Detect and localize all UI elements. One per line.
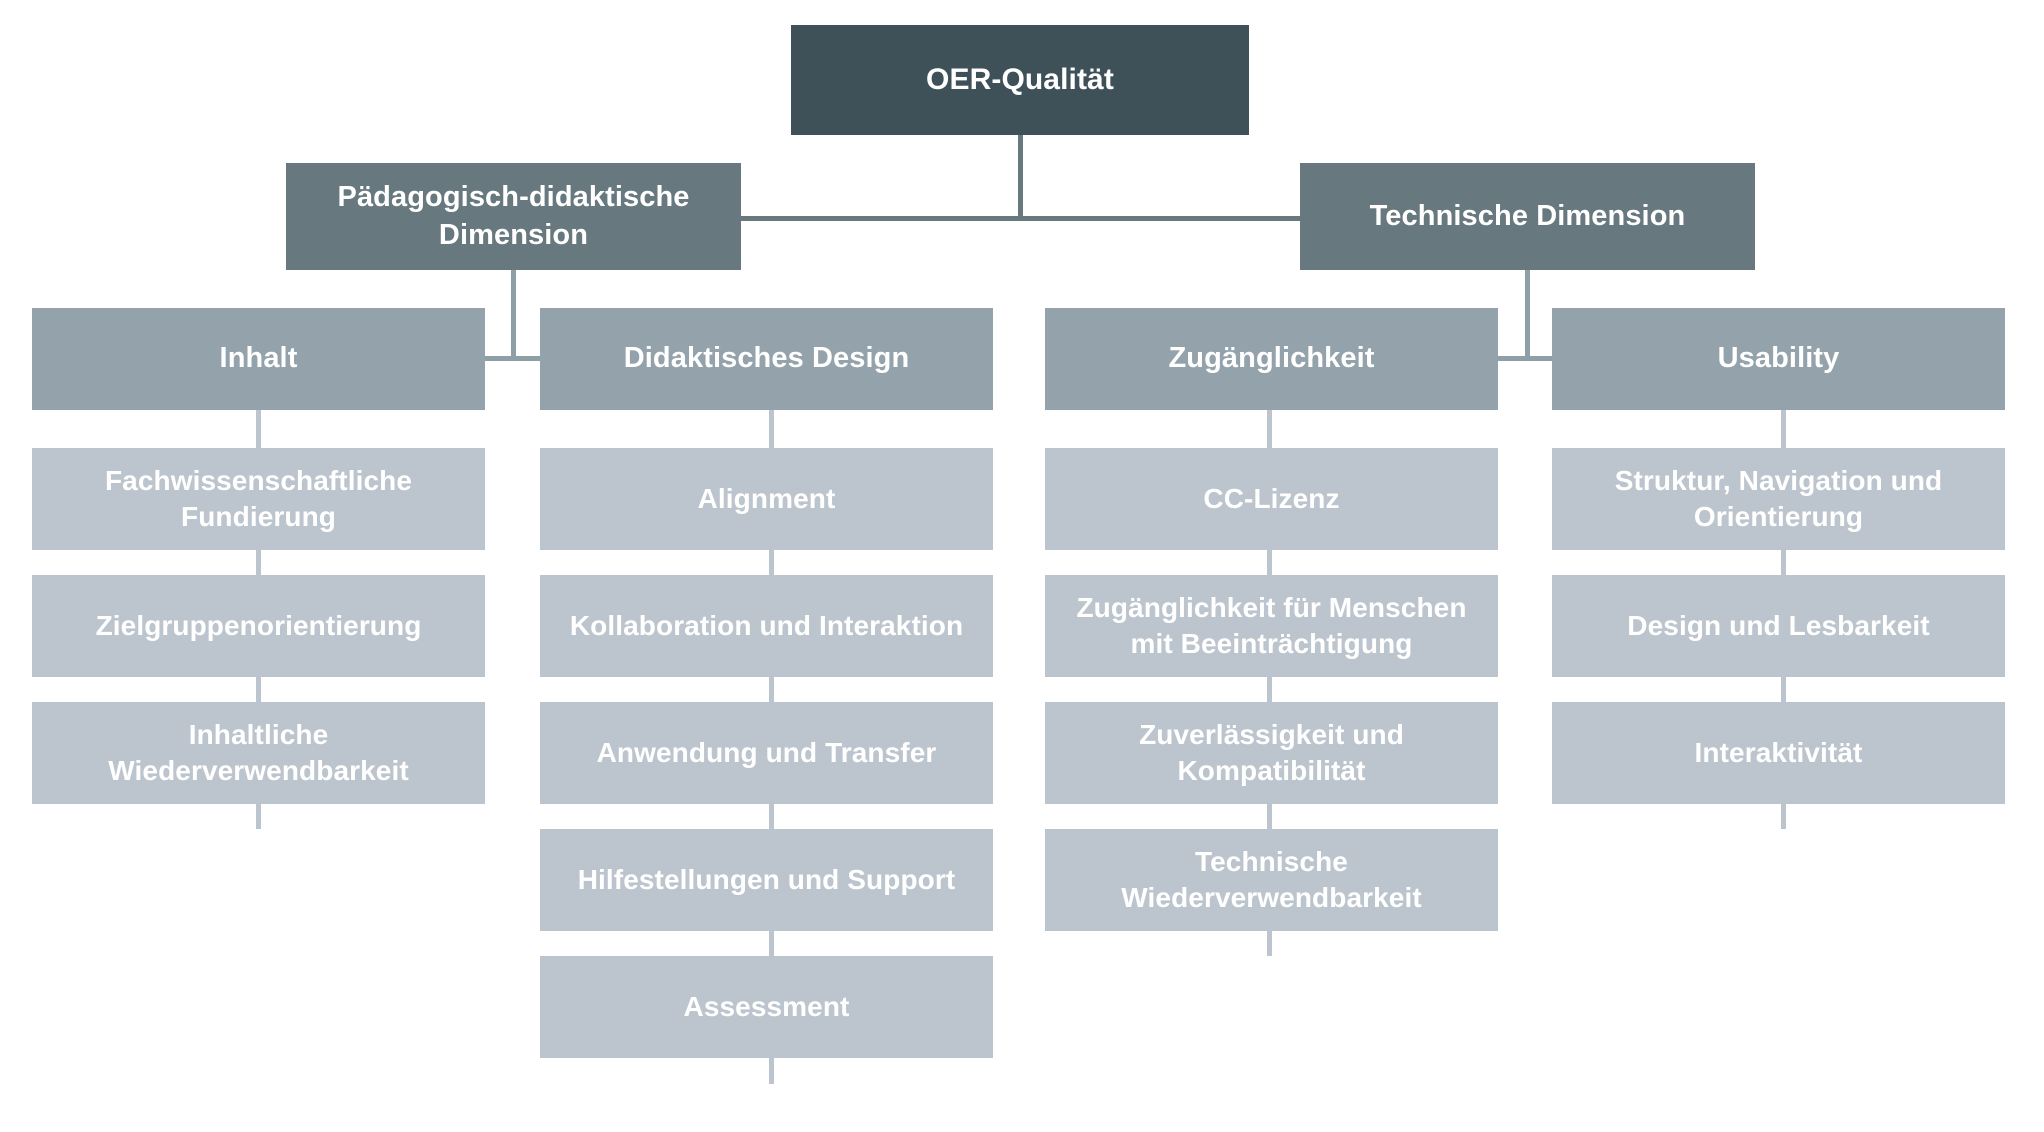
node-leaf-interaktivitaet[interactable]: Interaktivität (1552, 702, 2005, 804)
connector-dimension-bus (740, 216, 1300, 221)
node-category-didaktisches-design[interactable]: Didaktisches Design (540, 308, 993, 410)
node-label: Inhaltliche Wiederverwendbarkeit (108, 719, 409, 786)
node-root-oer-qualitaet[interactable]: OER-Qualität (791, 25, 1249, 135)
node-leaf-design-und-lesbarkeit[interactable]: Design und Lesbarkeit (1552, 575, 2005, 677)
node-label: Assessment (683, 991, 850, 1023)
node-leaf-zuverlaessigkeit-und-kompatibilitaet[interactable]: Zuverlässigkeit und Kompatibilität (1045, 702, 1498, 804)
connector-root-stem (1018, 135, 1023, 219)
node-label: Usability (1717, 342, 1840, 375)
node-label: Zuverlässigkeit und Kompatibilität (1139, 719, 1404, 786)
node-leaf-inhaltliche-wiederverwendbarkeit[interactable]: Inhaltliche Wiederverwendbarkeit (32, 702, 485, 804)
node-label: OER-Qualität (926, 62, 1114, 96)
node-label: Design und Lesbarkeit (1627, 610, 1930, 642)
node-leaf-technische-wiederverwendbarkeit[interactable]: Technische Wiederverwendbarkeit (1045, 829, 1498, 931)
node-label: Technische Wiederverwendbarkeit (1121, 846, 1422, 913)
node-leaf-struktur-navigation-und-orientierung[interactable]: Struktur, Navigation und Orientierung (1552, 448, 2005, 550)
node-label: Hilfestellungen und Support (577, 864, 956, 896)
node-label: Kollaboration und Interaktion (569, 610, 964, 642)
node-label: Technische Dimension (1369, 199, 1686, 232)
connector-technical-bus (1269, 356, 1785, 361)
node-leaf-zielgruppenorientierung[interactable]: Zielgruppenorientierung (32, 575, 485, 677)
node-label: Fachwissenschaftliche Fundierung (104, 465, 413, 532)
connector-spine-zugaenglichkeit (1267, 410, 1272, 956)
node-category-zugaenglichkeit[interactable]: Zugänglichkeit (1045, 308, 1498, 410)
node-category-usability[interactable]: Usability (1552, 308, 2005, 410)
node-label: Struktur, Navigation und Orientierung (1614, 465, 1943, 532)
node-leaf-fachwissenschaftliche-fundierung[interactable]: Fachwissenschaftliche Fundierung (32, 448, 485, 550)
node-label: Anwendung und Transfer (596, 737, 937, 769)
node-label: Zielgruppenorientierung (95, 610, 422, 642)
node-dimension-pedagogical-didactic[interactable]: Pädagogisch-didaktische Dimension (286, 163, 741, 270)
node-label: Pädagogisch-didaktische Dimension (337, 181, 690, 251)
node-category-inhalt[interactable]: Inhalt (32, 308, 485, 410)
node-label: CC-Lizenz (1203, 483, 1340, 515)
node-leaf-alignment[interactable]: Alignment (540, 448, 993, 550)
node-leaf-anwendung-und-transfer[interactable]: Anwendung und Transfer (540, 702, 993, 804)
node-label: Zugänglichkeit für Menschen mit Beeinträ… (1076, 592, 1467, 659)
node-label: Inhalt (219, 342, 298, 375)
node-leaf-hilfestellungen-und-support[interactable]: Hilfestellungen und Support (540, 829, 993, 931)
node-label: Didaktisches Design (623, 342, 910, 375)
connector-pedagogical-stem (511, 270, 516, 360)
node-leaf-zugaenglichkeit-fuer-menschen-mit-beeintraechtigung[interactable]: Zugänglichkeit für Menschen mit Beeinträ… (1045, 575, 1498, 677)
connector-technical-stem (1525, 270, 1530, 360)
node-label: Zugänglichkeit (1168, 342, 1375, 375)
node-label: Interaktivität (1694, 737, 1863, 769)
node-leaf-cc-lizenz[interactable]: CC-Lizenz (1045, 448, 1498, 550)
node-dimension-technical[interactable]: Technische Dimension (1300, 163, 1755, 270)
connector-pedagogical-bus (258, 356, 774, 361)
node-leaf-kollaboration-und-interaktion[interactable]: Kollaboration und Interaktion (540, 575, 993, 677)
node-label: Alignment (697, 483, 836, 515)
node-leaf-assessment[interactable]: Assessment (540, 956, 993, 1058)
